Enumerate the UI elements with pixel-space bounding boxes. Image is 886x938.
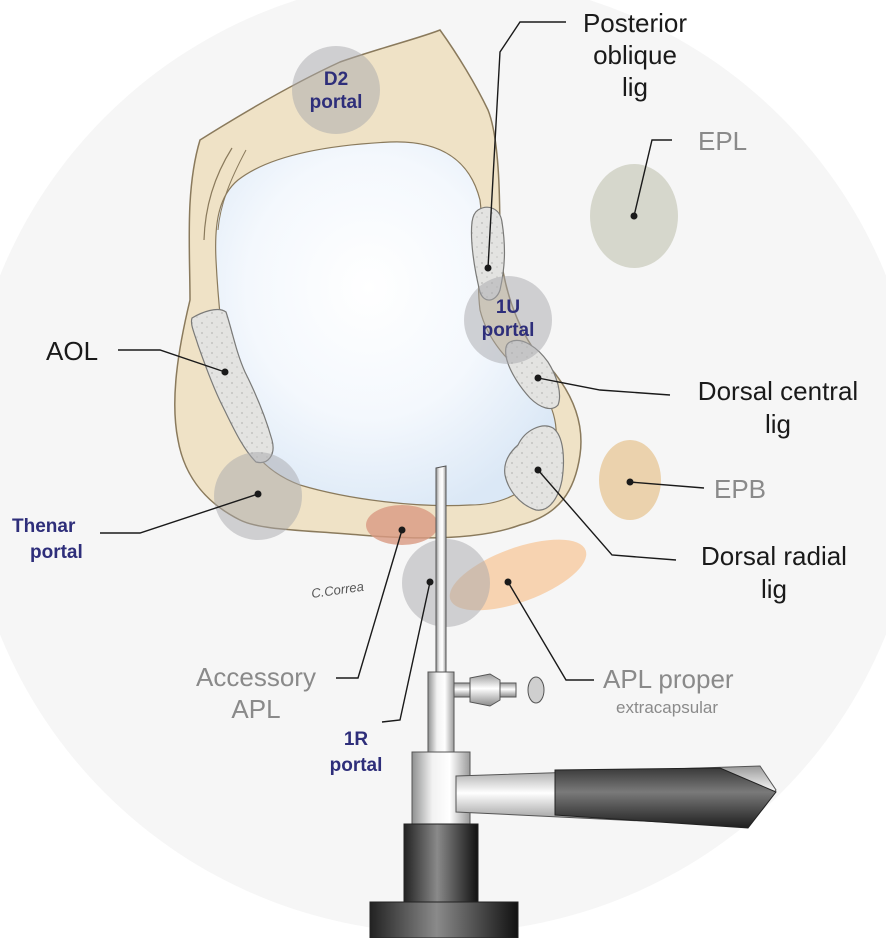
1r-portal-label: 1R (344, 729, 369, 750)
camera-head (370, 902, 518, 938)
apl-proper-sublabel: extracapsular (616, 698, 718, 717)
epl-label: EPL (698, 126, 747, 156)
accessory-apl-label: APL (231, 694, 280, 724)
thenar-portal-label: portal (30, 542, 83, 563)
apl-proper-label: APL proper (603, 664, 734, 694)
posterior-oblique-label: oblique (593, 40, 677, 70)
scope-sheath (428, 672, 454, 752)
dorsal-central-label: Dorsal central (698, 376, 858, 406)
d2-portal-circle (292, 46, 380, 134)
scope-shaft (436, 466, 446, 672)
1r-portal-label: portal (330, 755, 383, 776)
accessory-apl-label: Accessory (196, 662, 316, 692)
stopcock-knob (528, 677, 544, 703)
d2-portal-label: portal (310, 92, 363, 113)
stopcock-valve (470, 674, 500, 706)
dorsal-radial-label: Dorsal radial (701, 541, 847, 571)
dorsal-radial-label: lig (761, 574, 787, 604)
1u-portal-label: portal (482, 320, 535, 341)
accessory-apl-tendon (366, 505, 438, 545)
aol-label: AOL (46, 336, 98, 366)
dorsal-central-label: lig (765, 409, 791, 439)
posterior-oblique-label: lig (622, 72, 648, 102)
epb-label: EPB (714, 474, 766, 504)
d2-portal-label: D2 (324, 69, 348, 90)
1u-portal-label: 1U (496, 297, 520, 318)
posterior-oblique-label: Posterior (583, 8, 687, 38)
thenar-portal-label: Thenar (12, 516, 76, 537)
camera-coupler (404, 824, 478, 902)
